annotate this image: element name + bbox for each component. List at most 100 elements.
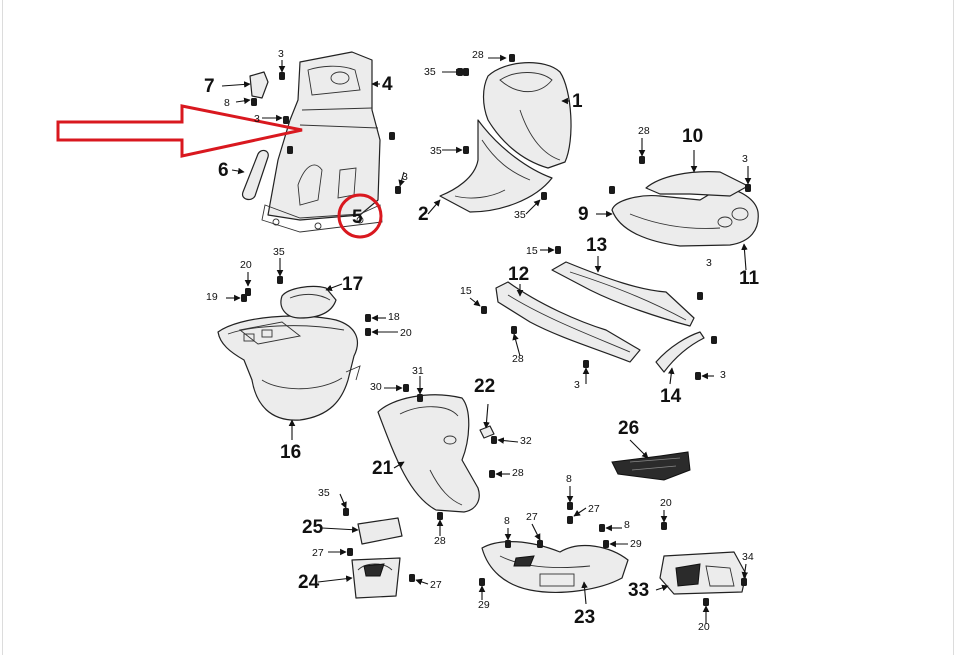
label-20-d: 20 xyxy=(698,621,710,633)
part-6-grip xyxy=(241,149,269,201)
label-3-g: 3 xyxy=(720,369,726,381)
leader-line xyxy=(339,493,347,509)
label-8-d: 8 xyxy=(624,519,630,531)
leader-line xyxy=(483,403,490,429)
label-3-e: 3 xyxy=(706,257,712,269)
label-13: 13 xyxy=(586,235,607,256)
leader-line xyxy=(231,167,245,175)
leader-line xyxy=(321,526,359,533)
label-3-b: 3 xyxy=(254,113,260,125)
screw-glyph xyxy=(537,540,543,548)
leader-line xyxy=(655,584,669,592)
label-4: 4 xyxy=(382,74,393,95)
screw-glyph xyxy=(463,146,469,154)
label-26: 26 xyxy=(618,418,639,439)
leader-line xyxy=(525,199,541,215)
label-5: 5 xyxy=(352,207,363,228)
screw-glyph xyxy=(417,394,423,402)
leader-line xyxy=(741,243,748,271)
screw-glyph xyxy=(395,186,401,194)
label-17: 17 xyxy=(342,274,363,295)
screw-glyph xyxy=(437,512,443,520)
screw-glyph xyxy=(639,156,645,164)
label-28-b: 28 xyxy=(638,125,650,137)
label-3-d: 3 xyxy=(742,153,748,165)
leader-line xyxy=(415,578,429,586)
label-35-a: 35 xyxy=(424,66,436,78)
label-33: 33 xyxy=(628,580,649,601)
screw-glyph xyxy=(365,314,371,322)
screw-glyph xyxy=(463,68,469,76)
label-27-b: 27 xyxy=(430,579,442,591)
screw-glyph xyxy=(343,508,349,516)
label-32: 32 xyxy=(520,435,532,447)
screw-glyph xyxy=(711,336,717,344)
part-21-tunnel xyxy=(377,394,480,513)
label-11: 11 xyxy=(739,268,760,289)
screw-glyph xyxy=(695,372,701,380)
leader-line xyxy=(221,81,251,88)
label-23: 23 xyxy=(574,607,595,628)
label-7: 7 xyxy=(204,76,215,97)
label-30: 30 xyxy=(370,381,382,393)
label-16: 16 xyxy=(280,442,301,463)
label-35-d: 35 xyxy=(273,246,285,258)
label-20-a: 20 xyxy=(240,259,252,271)
part-14-trim xyxy=(655,331,705,373)
label-3-c: 3 xyxy=(402,171,408,183)
screw-glyph xyxy=(347,548,353,556)
screw-glyph xyxy=(567,502,573,510)
label-1: 1 xyxy=(572,91,583,112)
screw-glyph xyxy=(583,360,589,368)
label-24: 24 xyxy=(298,572,320,593)
screw-glyph xyxy=(283,116,289,124)
part-24-box xyxy=(351,557,401,599)
label-15-a: 15 xyxy=(526,245,538,257)
label-28-c: 28 xyxy=(512,353,524,365)
screw-glyph xyxy=(555,246,561,254)
screw-glyph xyxy=(599,524,605,532)
label-12: 12 xyxy=(508,264,529,285)
labels-small: 3 8 3 3 28 35 35 35 28 3 15 3 15 28 3 3 … xyxy=(206,48,754,633)
screw-glyph xyxy=(277,276,283,284)
label-27-a: 27 xyxy=(312,547,324,559)
leader-line xyxy=(325,283,343,292)
screw-glyph xyxy=(491,436,497,444)
leader-line xyxy=(581,581,588,605)
screw-glyph xyxy=(403,384,409,392)
leader-lines xyxy=(221,54,752,624)
label-8-c: 8 xyxy=(566,473,572,485)
screw-glyph xyxy=(505,540,511,548)
label-10: 10 xyxy=(682,126,703,147)
part-front-panel-lower xyxy=(439,119,553,213)
label-27-c: 27 xyxy=(526,511,538,523)
label-8-b: 8 xyxy=(504,515,510,527)
screw-glyph xyxy=(541,192,547,200)
label-29-a: 29 xyxy=(630,538,642,550)
part-23-floor xyxy=(481,541,629,593)
screw-glyph xyxy=(457,68,463,76)
screw-glyph xyxy=(489,470,495,478)
leader-line xyxy=(741,563,749,579)
label-25: 25 xyxy=(302,517,324,538)
leader-line xyxy=(531,523,541,541)
leader-line xyxy=(235,97,251,105)
label-35-b: 35 xyxy=(430,145,442,157)
part-headlight-cover xyxy=(611,171,759,247)
leader-line xyxy=(393,461,405,469)
screw-glyph xyxy=(481,306,487,314)
part-17-lid xyxy=(280,285,337,319)
screw-glyph xyxy=(697,292,703,300)
label-35-e: 35 xyxy=(318,487,330,499)
label-8-a: 8 xyxy=(224,97,230,109)
label-2: 2 xyxy=(418,204,429,225)
leader-line xyxy=(629,439,649,459)
screw-glyph xyxy=(279,72,285,80)
screw-glyph xyxy=(245,288,251,296)
leader-line xyxy=(667,367,675,385)
screw-glyph xyxy=(365,328,371,336)
screw-glyph xyxy=(741,578,747,586)
label-22: 22 xyxy=(474,376,495,397)
screw-glyph xyxy=(567,516,573,524)
